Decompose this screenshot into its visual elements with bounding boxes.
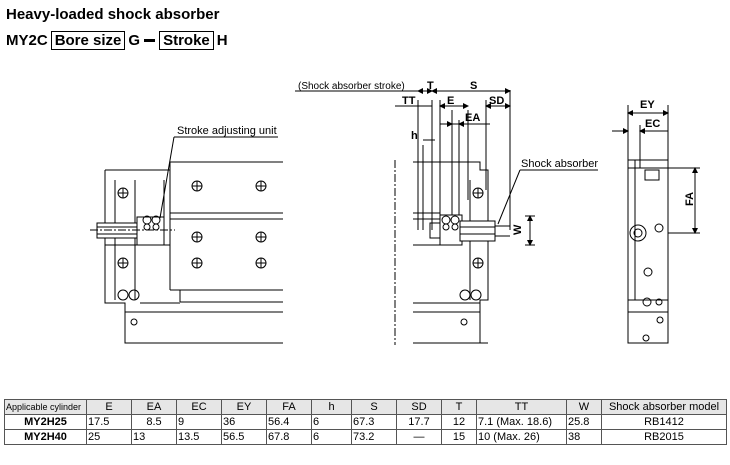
table-cell: RB2015 [601, 429, 727, 445]
table-cell: 56.5 [221, 429, 267, 445]
stroke-box: Stroke [159, 31, 214, 50]
table-header-cell: T [441, 399, 477, 415]
table-header-cell: E [86, 399, 132, 415]
label-SD: SD [489, 95, 504, 107]
table-header-cell: Applicable cylinder [4, 399, 87, 415]
label-FA: FA [684, 192, 696, 206]
table-header-cell: EY [221, 399, 267, 415]
label-shock-absorber: Shock absorber [521, 158, 598, 170]
dimension-table: Applicable cylinder E EA EC EY FA h S SD… [4, 399, 727, 445]
bore-size-box: Bore size [50, 31, 126, 50]
label-h: h [411, 130, 418, 142]
table-cell: 67.3 [351, 414, 397, 430]
table-row: MY2H40 25 13 13.5 56.5 67.8 6 73.2 — 15 … [4, 429, 727, 445]
table-cell: 15 [441, 429, 477, 445]
label-T: T [427, 80, 434, 92]
label-shock-absorber-stroke: (Shock absorber stroke) [298, 81, 405, 92]
table-cell: 38 [566, 429, 602, 445]
table-header-cell: FA [266, 399, 312, 415]
table-cell: 10 (Max. 26) [476, 429, 567, 445]
table-cell: 17.7 [396, 414, 442, 430]
table-cell: 25 [86, 429, 132, 445]
table-cell: 73.2 [351, 429, 397, 445]
table-cell: MY2H40 [4, 429, 87, 445]
model-middle: G [128, 32, 141, 49]
label-E: E [447, 95, 454, 107]
table-cell: 8.5 [131, 414, 177, 430]
table-cell: 17.5 [86, 414, 132, 430]
model-suffix: H [216, 32, 228, 49]
table-header-cell: TT [476, 399, 567, 415]
table-header-cell: S [351, 399, 397, 415]
table-cell: RB1412 [601, 414, 727, 430]
label-S: S [470, 80, 477, 92]
table-cell: 9 [176, 414, 222, 430]
table-header-row: Applicable cylinder E EA EC EY FA h S SD… [4, 399, 727, 415]
table-header-cell: SD [396, 399, 442, 415]
table-cell: 13.5 [176, 429, 222, 445]
end-view [612, 105, 700, 344]
table-cell: 67.8 [266, 429, 312, 445]
table-cell: MY2H25 [4, 414, 87, 430]
table-cell: 56.4 [266, 414, 312, 430]
front-view [90, 136, 283, 344]
table-cell: 6 [311, 414, 352, 430]
table-header-cell: W [566, 399, 602, 415]
side-view [295, 88, 598, 345]
model-prefix: MY2C [6, 32, 48, 49]
label-EA: EA [465, 112, 480, 124]
table-cell: 13 [131, 429, 177, 445]
table-header-cell: h [311, 399, 352, 415]
table-cell: 7.1 (Max. 18.6) [476, 414, 567, 430]
table-cell: 12 [441, 414, 477, 430]
label-EC: EC [645, 118, 660, 130]
table-cell: 25.8 [566, 414, 602, 430]
page-title: Heavy-loaded shock absorber [6, 6, 220, 23]
label-TT: TT [402, 95, 416, 107]
table-header-cell: EA [131, 399, 177, 415]
technical-drawing: Stroke adjusting unit [90, 80, 700, 345]
model-code: MY2C Bore size G Stroke H [6, 31, 228, 50]
label-stroke-adjusting-unit: Stroke adjusting unit [177, 125, 277, 137]
table-cell: 36 [221, 414, 267, 430]
table-cell: 6 [311, 429, 352, 445]
model-dash [144, 39, 156, 42]
table-cell: — [396, 429, 442, 445]
table-header-cell: Shock absorber model [601, 399, 727, 415]
label-W: W [512, 224, 524, 235]
label-EY: EY [640, 99, 655, 111]
table-row: MY2H25 17.5 8.5 9 36 56.4 6 67.3 17.7 12… [4, 414, 727, 430]
table-header-cell: EC [176, 399, 222, 415]
